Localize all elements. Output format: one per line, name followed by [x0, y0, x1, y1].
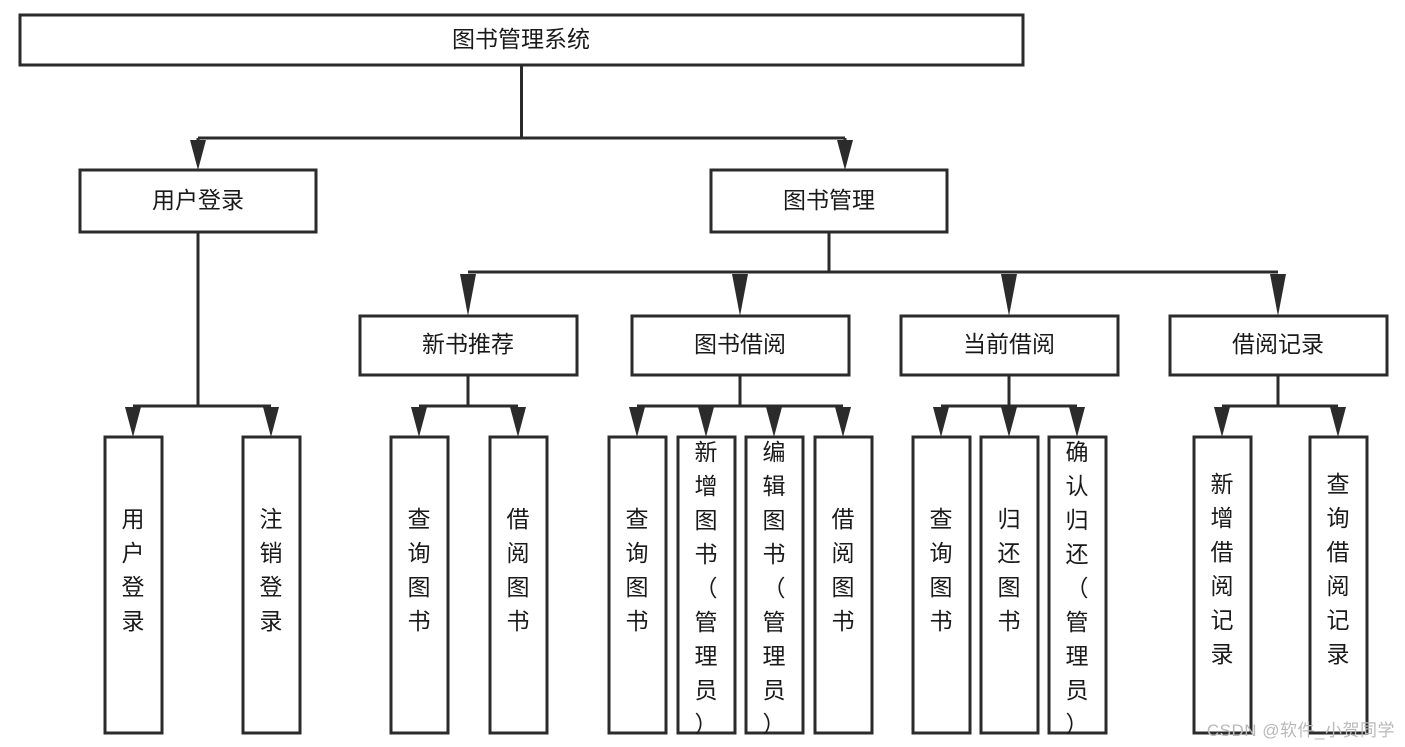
node-leaf-add-borrow-record-label: 新增借阅记录 [1211, 471, 1234, 667]
node-leaf-add-book-admin[interactable]: 新增图书（管理员） [676, 435, 737, 737]
connector-newbook-to-leaves [411, 375, 526, 437]
node-leaf-add-borrow-record[interactable]: 新增借阅记录 [1192, 435, 1253, 735]
arrow-head-icon [732, 274, 748, 316]
arrow-head-icon [835, 407, 851, 437]
node-leaf-query-book-1-label: 查询图书 [408, 506, 431, 634]
arrow-head-icon [766, 407, 782, 437]
node-leaf-return-book-label: 归还图书 [998, 506, 1021, 634]
node-leaf-confirm-return-admin-label: 确认归还（管理员） [1066, 439, 1089, 737]
arrow-head-icon [1214, 407, 1230, 437]
node-leaf-edit-book-admin[interactable]: 编辑图书（管理员） [744, 435, 805, 737]
arrow-head-icon [460, 274, 476, 316]
node-leaf-borrow-book-2-label: 借阅图书 [832, 506, 855, 634]
arrow-head-icon [1330, 407, 1346, 437]
arrow-head-icon [1001, 407, 1017, 437]
connector-root-to-level2 [190, 65, 853, 170]
node-leaf-query-borrow-record[interactable]: 查询借阅记录 [1308, 435, 1369, 735]
arrow-head-icon [837, 140, 853, 170]
node-current-borrow[interactable]: 当前借阅 [899, 314, 1120, 377]
arrow-head-icon [1069, 407, 1085, 437]
arrow-head-icon [1001, 274, 1017, 316]
node-book-management-label: 图书管理 [783, 187, 875, 213]
node-leaf-user-login-label: 用户登录 [122, 506, 145, 634]
node-borrow-record-label: 借阅记录 [1232, 331, 1324, 357]
arrow-head-icon [510, 407, 526, 437]
node-leaf-query-book-2[interactable]: 查询图书 [607, 435, 668, 735]
arrow-head-icon [698, 407, 714, 437]
connector-current-to-leaves [933, 375, 1085, 437]
node-book-management[interactable]: 图书管理 [709, 168, 949, 234]
node-leaf-user-login[interactable]: 用户登录 [103, 435, 164, 735]
node-new-book-recommend-label: 新书推荐 [422, 331, 514, 357]
arrow-head-icon [933, 407, 949, 437]
node-leaf-query-book-2-label: 查询图书 [626, 506, 649, 634]
node-leaf-query-book-3[interactable]: 查询图书 [911, 435, 972, 735]
arrow-head-icon [411, 407, 427, 437]
node-leaf-query-book-3-label: 查询图书 [930, 506, 953, 634]
node-borrow-record[interactable]: 借阅记录 [1168, 314, 1389, 377]
connector-record-to-leaves [1214, 375, 1346, 437]
node-leaf-logout-label: 注销登录 [260, 506, 283, 634]
arrow-head-icon [190, 140, 206, 170]
node-book-borrow-label: 图书借阅 [694, 331, 786, 357]
node-user-login-label: 用户登录 [152, 187, 244, 213]
node-book-borrow[interactable]: 图书借阅 [630, 314, 851, 377]
connector-bookmgmt-to-level3 [460, 232, 1286, 316]
node-leaf-confirm-return-admin[interactable]: 确认归还（管理员） [1047, 435, 1108, 737]
node-current-borrow-label: 当前借阅 [963, 331, 1055, 357]
node-new-book-recommend[interactable]: 新书推荐 [358, 314, 579, 377]
arrow-head-icon [263, 407, 279, 437]
connector-borrow-to-leaves [629, 375, 851, 437]
node-leaf-logout[interactable]: 注销登录 [241, 435, 302, 735]
node-leaf-borrow-book-1[interactable]: 借阅图书 [488, 435, 549, 735]
node-leaf-return-book[interactable]: 归还图书 [979, 435, 1040, 735]
csdn-watermark: CSDN @软件_小贺同学 [1206, 721, 1395, 740]
arrow-head-icon [629, 407, 645, 437]
node-leaf-edit-book-admin-label: 编辑图书（管理员） [763, 439, 786, 737]
node-leaf-query-borrow-record-label: 查询借阅记录 [1327, 471, 1350, 667]
node-leaf-borrow-book-2[interactable]: 借阅图书 [813, 435, 874, 735]
node-user-login[interactable]: 用户登录 [78, 168, 318, 234]
node-leaf-borrow-book-1-label: 借阅图书 [507, 506, 530, 634]
node-leaf-add-book-admin-label: 新增图书（管理员） [695, 439, 718, 737]
connector-userlogin-to-leaves [125, 232, 279, 437]
node-leaf-query-book-1[interactable]: 查询图书 [389, 435, 450, 735]
node-root-label: 图书管理系统 [452, 26, 590, 52]
arrow-head-icon [1270, 274, 1286, 316]
node-root-book-management-system[interactable]: 图书管理系统 [18, 13, 1025, 67]
arrow-head-icon [125, 407, 141, 437]
